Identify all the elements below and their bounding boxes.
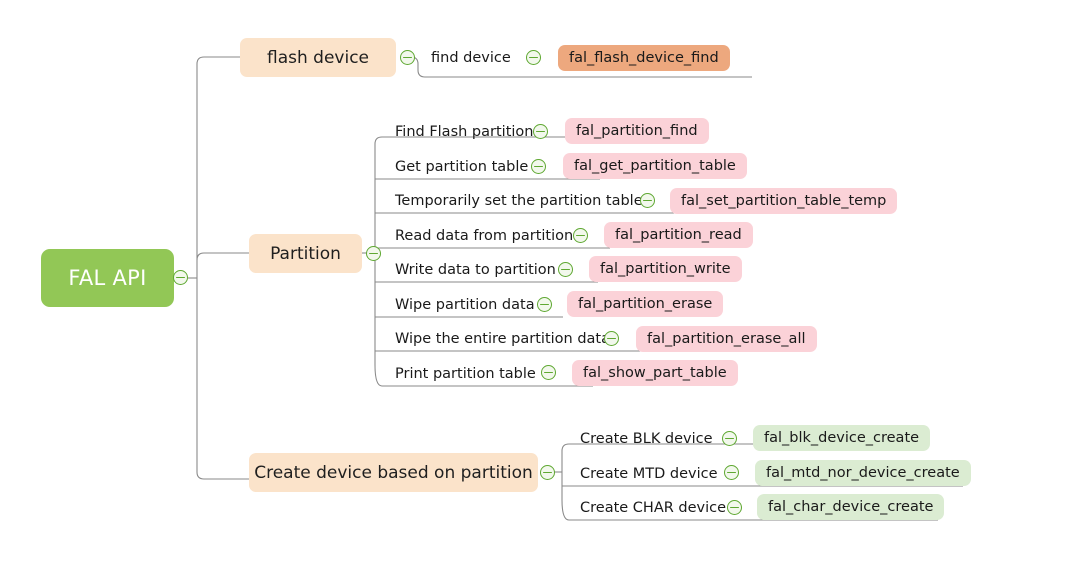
leaf-label-get-partition-table: Get partition table [395,159,529,175]
collapse-toggle-icon-find-flash-partition[interactable] [533,124,548,139]
api-pill-fal-flash-device-find[interactable]: fal_flash_device_find [558,45,730,71]
branch-node-label: Partition [270,243,341,264]
leaf-label-wipe-the-entire-partition-data: Wipe the entire partition data [395,331,610,347]
collapse-toggle-icon-set-partition-table-temp[interactable] [640,193,655,208]
root-node-label: FAL API [68,266,147,290]
collapse-toggle-icon-mtd-nor-device-create[interactable] [724,465,739,480]
api-pill-fal-char-device-create[interactable]: fal_char_device_create [757,494,945,520]
api-pill-fal-set-partition-table-temp[interactable]: fal_set_partition_table_temp [670,188,898,214]
collapse-toggle-icon-partition-read[interactable] [573,228,588,243]
api-pill-fal-mtd-nor-device-create[interactable]: fal_mtd_nor_device_create [755,460,971,486]
branch-node-label: Create device based on partition [254,462,533,483]
leaf-label-read-data-from-partition: Read data from partition [395,228,574,244]
branch-node-create-device-based-on-partition[interactable]: Create device based on partition [249,453,538,492]
collapse-toggle-icon-flash-device[interactable] [400,50,415,65]
collapse-toggle-icon-blk-device-create[interactable] [722,431,737,446]
leaf-label-find-flash-partition: Find Flash partition [395,124,534,140]
api-pill-fal-show-part-table[interactable]: fal_show_part_table [572,360,738,386]
branch-node-flash-device[interactable]: flash device [240,38,396,77]
collapse-toggle-icon-partition-erase-all[interactable] [604,331,619,346]
branch-node-label: flash device [267,47,369,68]
api-pill-fal-partition-erase[interactable]: fal_partition_erase [567,291,724,317]
api-pill-fal-blk-device-create[interactable]: fal_blk_device_create [753,425,931,451]
collapse-toggle-icon-create-device[interactable] [540,465,555,480]
leaf-label-find-device: find device [431,50,511,66]
api-pill-fal-partition-erase-all[interactable]: fal_partition_erase_all [636,326,817,352]
collapse-toggle-icon-partition-write[interactable] [558,262,573,277]
collapse-toggle-icon-get-partition-table[interactable] [531,159,546,174]
root-node-fal-api[interactable]: FAL API [41,249,174,307]
branch-node-partition[interactable]: Partition [249,234,362,273]
leaf-label-temporarily-set-the-partition-table: Temporarily set the partition table [395,193,643,209]
api-pill-fal-get-partition-table[interactable]: fal_get_partition_table [563,153,747,179]
leaf-label-wipe-partition-data: Wipe partition data [395,297,535,313]
leaf-label-create-char-device: Create CHAR device [580,500,727,516]
leaf-label-write-data-to-partition: Write data to partition [395,262,556,278]
collapse-toggle-icon-root[interactable] [173,270,188,285]
collapse-toggle-icon-partition-erase[interactable] [537,297,552,312]
api-pill-fal-partition-read[interactable]: fal_partition_read [604,222,753,248]
collapse-toggle-icon-char-device-create[interactable] [727,500,742,515]
collapse-toggle-icon-find-device[interactable] [526,50,541,65]
leaf-label-print-partition-table: Print partition table [395,366,536,382]
collapse-toggle-icon-show-part-table[interactable] [541,365,556,380]
api-pill-fal-partition-find[interactable]: fal_partition_find [565,118,709,144]
collapse-toggle-icon-partition[interactable] [366,246,381,261]
leaf-label-create-blk-device: Create BLK device [580,431,713,447]
leaf-label-create-mtd-device: Create MTD device [580,466,718,482]
api-pill-fal-partition-write[interactable]: fal_partition_write [589,256,742,282]
